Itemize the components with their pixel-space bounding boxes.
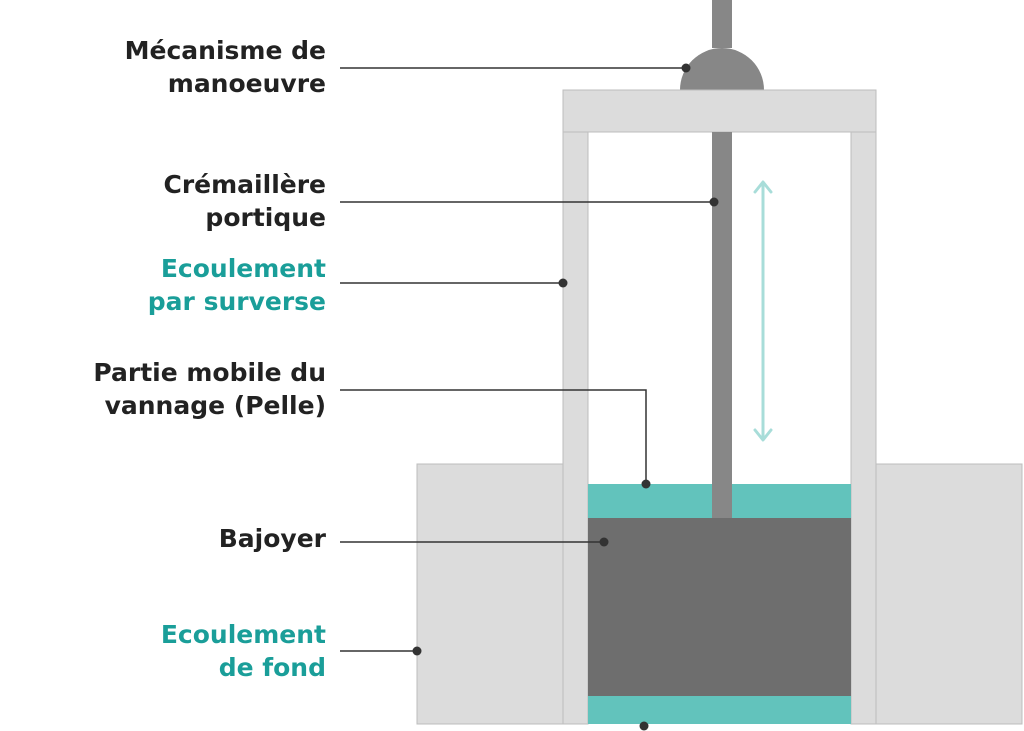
label-mecanisme-line1: Mécanisme de <box>124 36 326 65</box>
top-beam <box>562 89 877 133</box>
left-column <box>562 131 589 725</box>
dot-fond-water <box>639 721 649 731</box>
label-pelle: Partie mobile du vannage (Pelle) <box>93 356 326 422</box>
label-cremaillere-line2: portique <box>205 203 326 232</box>
label-pelle-line1: Partie mobile du <box>93 358 326 387</box>
rack-rod <box>712 132 732 518</box>
label-bajoyer-line1: Bajoyer <box>218 524 326 553</box>
label-surverse: Ecoulement par surverse <box>148 252 326 318</box>
rod-top <box>712 0 732 48</box>
dot-cremaillere <box>709 197 719 207</box>
leader-pelle <box>340 389 647 484</box>
label-fond: Ecoulement de fond <box>161 618 326 684</box>
movement-arrow <box>753 180 773 442</box>
label-fond-line2: de fond <box>218 653 326 682</box>
right-wall <box>875 463 1023 725</box>
label-pelle-line2: vannage (Pelle) <box>104 391 326 420</box>
dot-fond-wall <box>412 646 422 656</box>
label-cremaillere: Crémaillère portique <box>164 168 327 234</box>
bottom-water <box>588 696 851 724</box>
dot-bajoyer <box>599 537 609 547</box>
dot-surverse <box>558 278 568 288</box>
right-column <box>850 131 877 725</box>
label-cremaillere-line1: Crémaillère <box>163 170 327 199</box>
dot-mecanisme <box>681 63 691 73</box>
label-fond-line1: Ecoulement <box>160 620 326 649</box>
label-surverse-line2: par surverse <box>147 287 326 316</box>
left-wall <box>416 463 564 725</box>
label-mecanisme: Mécanisme de manoeuvre <box>125 34 326 100</box>
label-bajoyer: Bajoyer <box>219 522 326 555</box>
label-surverse-line1: Ecoulement <box>160 254 326 283</box>
gate-pelle <box>588 518 851 696</box>
mechanism-dome <box>680 48 764 90</box>
dot-pelle <box>641 479 651 489</box>
label-mecanisme-line2: manoeuvre <box>167 69 326 98</box>
